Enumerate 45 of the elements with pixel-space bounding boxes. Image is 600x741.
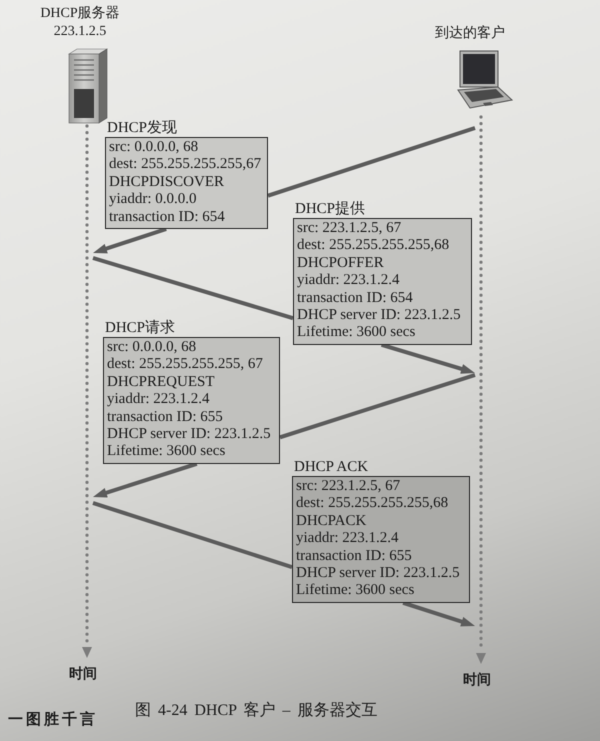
message-line [92,256,294,320]
message-field: src: 0.0.0.0, 68 [107,339,196,356]
message-field: src: 223.1.2.5, 67 [297,220,402,238]
message-title: DHCP ACK [294,459,368,476]
message-field: dest: 255.255.255.255,68 [296,495,448,513]
message-field: yiaddr: 223.1.2.4 [297,272,400,290]
message-field: transaction ID: 654 [297,290,413,308]
message-field: transaction ID: 655 [296,548,412,566]
message-line [279,373,476,440]
message-title: DHCP提供 [295,201,366,218]
message-field: dest: 255.255.255.255, 67 [107,356,263,374]
message-field: DHCPOFFER [297,254,384,272]
message-arrow [92,462,198,498]
message-field: src: 223.1.2.5, 67 [296,478,400,496]
message-field: yiaddr: 223.1.2.4 [296,530,398,548]
ip-address: 223.1.2.5 [54,23,106,41]
time-label: 时间 [69,666,97,682]
message-title: DHCP请求 [105,320,176,337]
time-label: 时间 [463,672,491,688]
message-field: transaction ID: 655 [107,408,223,426]
message-field: Lifetime: 3600 secs [296,582,414,600]
message-field: DHCP server ID: 223.1.2.5 [296,565,460,582]
message-field: DHCPREQUEST [107,374,215,392]
message-line [267,126,476,198]
message-arrow [380,342,475,374]
message-field: Lifetime: 3600 secs [297,324,416,342]
message-field: DHCP server ID: 223.1.2.5 [107,426,271,444]
message-field: yiaddr: 0.0.0.0 [109,191,196,209]
message-field: DHCP server ID: 223.1.2.5 [297,307,461,324]
message-field: src: 0.0.0.0, 68 [109,139,198,156]
message-line [92,501,293,569]
message-arrow [93,227,167,254]
figure-caption: 图 4-24 DHCP 客户 – 服务器交互 [135,701,378,721]
message-field: DHCPACK [296,512,366,530]
message-field: yiaddr: 223.1.2.4 [107,391,210,409]
side-heading: 一图胜千言 [8,710,98,728]
message-field: DHCPDISCOVER [109,174,224,192]
message-field: transaction ID: 654 [109,208,225,226]
client-label: 到达的客户 [435,25,505,43]
message-field: Lifetime: 3600 secs [107,443,226,461]
message-field: dest: 255.255.255.255,68 [297,237,450,255]
message-field: dest: 255.255.255.255,67 [109,156,262,174]
message-arrow [402,600,476,626]
server-label: DHCP服务器 [40,5,120,23]
message-title: DHCP发现 [107,120,178,137]
